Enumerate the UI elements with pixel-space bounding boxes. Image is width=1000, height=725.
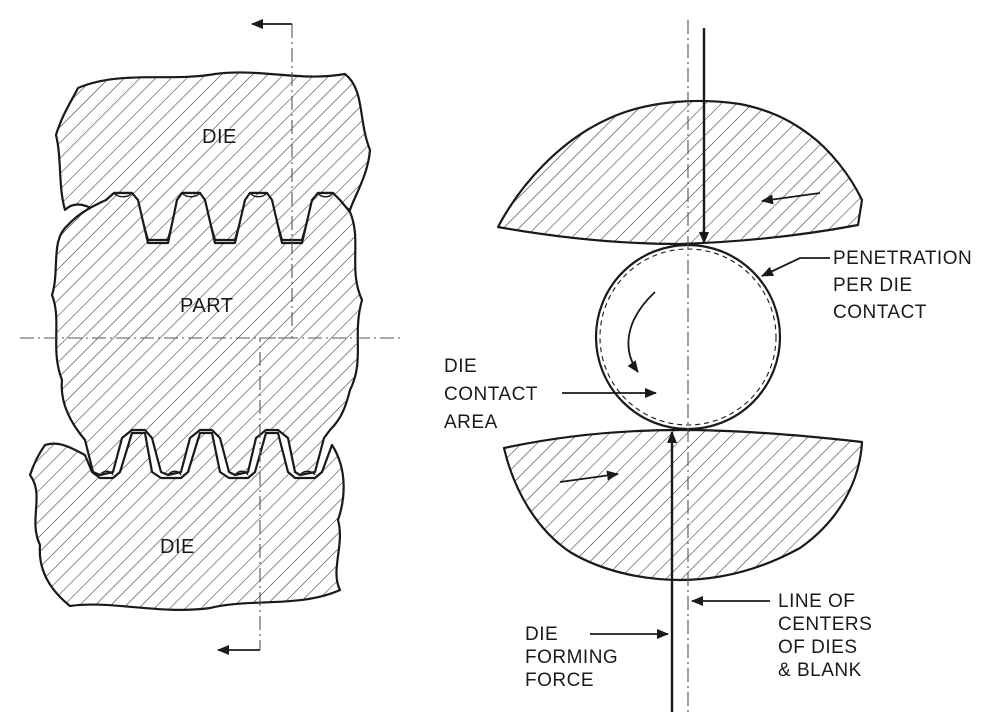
die-contact-area-label-line1: DIE bbox=[444, 356, 477, 377]
die-forming-force-label-line3: FORCE bbox=[525, 670, 594, 691]
die-contact-area-label-line3: AREA bbox=[444, 412, 498, 433]
penetration-label-line3: CONTACT bbox=[833, 302, 927, 323]
line-of-centers-label: LINE OF CENTERS OF DIES & BLANK bbox=[778, 591, 878, 681]
penetration-label-line1: PENETRATION bbox=[833, 248, 972, 269]
part-label: PART bbox=[180, 295, 234, 317]
line-of-centers-label-line3: OF DIES bbox=[778, 637, 858, 658]
left-view: DIE PART DIE bbox=[20, 19, 400, 655]
die-contact-area-label-line2: CONTACT bbox=[444, 384, 538, 405]
die-contact-area-label: DIE CONTACT AREA bbox=[444, 356, 543, 433]
top-die-label: DIE bbox=[202, 126, 237, 148]
die-forming-force-label-line1: DIE bbox=[525, 624, 558, 645]
blank-rotation-arrow bbox=[627, 291, 656, 373]
penetration-label: PENETRATION PER DIE CONTACT bbox=[833, 248, 978, 323]
thread-crest-marks bbox=[99, 192, 334, 476]
line-of-centers-label-line2: CENTERS bbox=[778, 614, 872, 635]
part-section bbox=[50, 191, 364, 477]
upper-die-section bbox=[496, 99, 864, 246]
right-view: PENETRATION PER DIE CONTACT DIE CONTACT … bbox=[444, 20, 978, 712]
bottom-die-label: DIE bbox=[160, 536, 195, 558]
die-forming-force-label: DIE FORMING FORCE bbox=[525, 624, 624, 691]
bottom-die-section bbox=[28, 431, 345, 611]
lower-die-rotation-arrow bbox=[559, 470, 619, 483]
section-cut-line bbox=[217, 19, 293, 655]
penetration-leader bbox=[761, 257, 830, 277]
die-forming-force-label-line2: FORMING bbox=[525, 647, 618, 668]
line-of-centers-label-line1: LINE OF bbox=[778, 591, 855, 612]
upper-die-rotation-arrow bbox=[761, 192, 821, 205]
line-of-centers-label-line4: & BLANK bbox=[778, 660, 862, 681]
lower-die-section bbox=[502, 428, 864, 582]
penetration-label-line2: PER DIE bbox=[833, 275, 913, 296]
